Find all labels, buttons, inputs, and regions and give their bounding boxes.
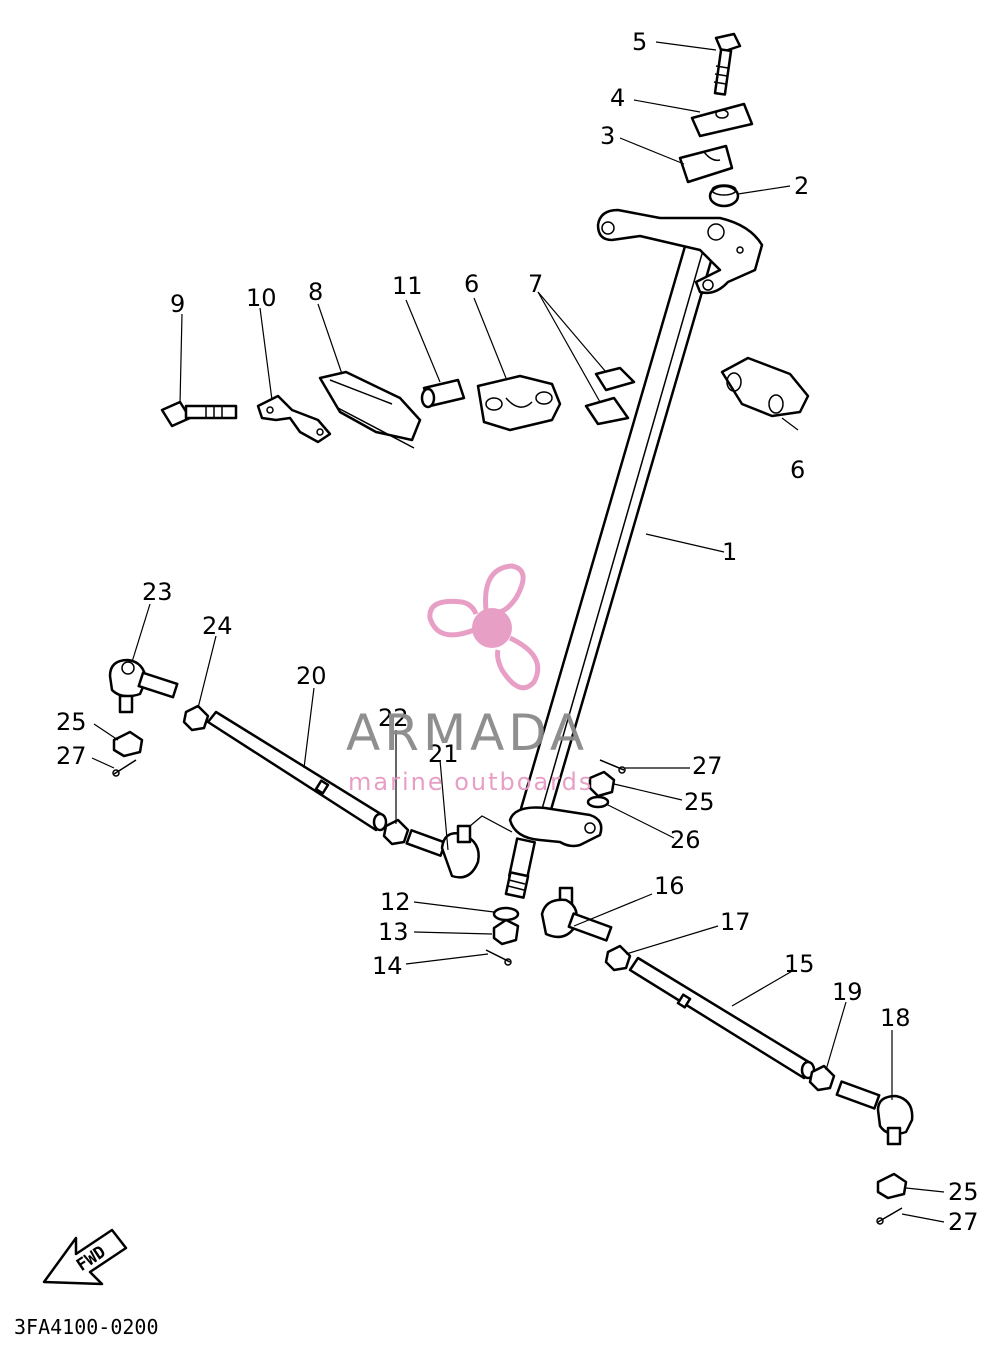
plate-7	[584, 366, 636, 426]
part-label-17: 17	[720, 908, 751, 936]
diagram-code: 3FA4100-0200	[14, 1315, 159, 1339]
leader-lines	[91, 41, 945, 1223]
part-label-12: 12	[380, 888, 411, 916]
nut-22	[382, 818, 410, 846]
part-label-22: 22	[378, 704, 409, 732]
part-label-13: 13	[378, 918, 409, 946]
tie-rod-end-18	[835, 1080, 914, 1146]
part-label-24: 24	[202, 612, 233, 640]
part-label-27-right: 27	[948, 1208, 979, 1236]
tie-rod-end-23	[108, 658, 179, 714]
part-label-3: 3	[600, 122, 615, 150]
nut-19	[808, 1064, 836, 1092]
pin-27-left	[112, 759, 137, 777]
part-label-4: 4	[610, 84, 625, 112]
part-label-2: 2	[794, 172, 809, 200]
part-label-11: 11	[392, 272, 423, 300]
collar-2	[708, 184, 740, 208]
part-label-14: 14	[372, 952, 403, 980]
nut-13	[492, 918, 520, 946]
nut-24	[182, 704, 210, 732]
fwd-arrow-icon: FWD	[42, 1228, 128, 1286]
part-label-26: 26	[670, 826, 701, 854]
part-label-19: 19	[832, 978, 863, 1006]
part-label-9: 9	[170, 290, 185, 318]
part-label-15: 15	[784, 950, 815, 978]
part-label-25-right: 25	[948, 1178, 979, 1206]
cover-8	[318, 370, 422, 449]
tie-rod-20	[206, 710, 388, 832]
holder-4	[690, 102, 754, 138]
pin-27-right	[876, 1207, 903, 1225]
bolt-9	[160, 400, 238, 428]
part-label-23: 23	[142, 578, 173, 606]
bolt-5	[713, 32, 742, 96]
part-label-1: 1	[722, 538, 737, 566]
nut-25-center	[588, 770, 616, 798]
part-label-18: 18	[880, 1004, 911, 1032]
part-label-10: 10	[246, 284, 277, 312]
part-labels: 5 4 3 2 9 10 8 11 6 7 6 1 23 24 20 25 27…	[56, 28, 979, 1236]
part-label-27-center: 27	[692, 752, 723, 780]
part-label-8: 8	[308, 278, 323, 306]
collar-11	[420, 378, 466, 409]
part-label-27-left: 27	[56, 742, 87, 770]
upper-bracket	[596, 208, 764, 295]
pin-27-center	[599, 759, 626, 774]
washer-26	[586, 795, 610, 809]
nut-25-right	[876, 1172, 908, 1200]
nut-17	[604, 944, 632, 972]
plate-10	[256, 394, 332, 444]
nut-25-left	[112, 730, 144, 758]
watermark-subtitle: marine outboards	[348, 768, 593, 796]
part-label-6-left: 6	[464, 270, 479, 298]
part-label-21: 21	[428, 740, 459, 768]
part-label-5: 5	[632, 28, 647, 56]
holder-6-left	[476, 374, 562, 432]
watermark: ARMADA marine outboards	[346, 563, 593, 796]
part-label-7: 7	[528, 270, 543, 298]
watermark-title: ARMADA	[346, 704, 588, 762]
tie-rod-end-21	[405, 824, 480, 879]
part-label-25-left: 25	[56, 708, 87, 736]
part-label-16: 16	[654, 872, 685, 900]
part-label-6-right: 6	[790, 456, 805, 484]
tie-rod-end-16	[540, 886, 613, 942]
holder-6-right	[720, 356, 810, 418]
part-label-25-center: 25	[684, 788, 715, 816]
propeller-icon	[427, 563, 541, 691]
pin-14	[485, 949, 512, 966]
part-label-20: 20	[296, 662, 327, 690]
holder-3	[678, 144, 734, 184]
washer-12	[492, 906, 520, 922]
